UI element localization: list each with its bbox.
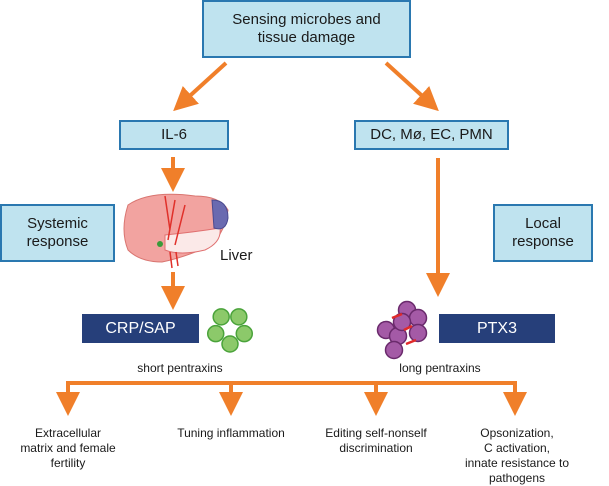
function-bracket	[66, 381, 517, 398]
local-line-2: response	[512, 233, 574, 250]
liver-label: Liver	[220, 247, 253, 264]
pentraxin-subunit	[206, 324, 225, 343]
crp-sap-box: CRP/SAP	[82, 314, 199, 343]
cells-box: DC, Mø, EC, PMN	[354, 120, 509, 150]
sensing-line-1: Sensing microbes and	[232, 11, 381, 28]
systemic-line-1: Systemic	[27, 215, 88, 232]
disulfide-bond	[391, 312, 403, 320]
sensing-line-2: tissue damage	[257, 29, 356, 46]
disulfide-bond	[403, 324, 413, 332]
ptx3-box: PTX3	[439, 314, 555, 343]
ptx3-subunit	[392, 312, 412, 332]
local-line-1: Local	[525, 215, 561, 232]
il6-box: IL-6	[119, 120, 229, 150]
function-4: Opsonization, C activation, innate resis…	[464, 426, 570, 485]
long-pentraxin-icon	[376, 300, 428, 360]
pentraxin-subunit	[230, 308, 248, 326]
pentraxin-subunit	[235, 324, 254, 343]
ptx3-subunit	[408, 323, 428, 343]
crp-sap-label: CRP/SAP	[105, 319, 176, 337]
sensing-box: Sensing microbes and tissue damage	[202, 0, 411, 58]
short-pentraxins-label: short pentraxins	[137, 361, 223, 375]
ptx3-subunit	[384, 340, 404, 360]
disulfide-bond	[405, 338, 417, 346]
long-pentraxins-label: long pentraxins	[399, 361, 481, 375]
function-3: Editing self-nonself discrimination	[325, 426, 427, 455]
arrow-top-to-il6	[173, 61, 228, 112]
ptx3-label: PTX3	[476, 319, 517, 337]
systemic-line-2: response	[26, 233, 89, 250]
function-1: Extracellular matrix and female fertilit…	[20, 426, 116, 470]
short-pentraxin-icon	[206, 308, 254, 353]
il6-label: IL-6	[161, 126, 187, 143]
pentraxin-subunit	[212, 308, 230, 326]
cells-label: DC, Mø, EC, PMN	[370, 126, 493, 143]
function-2: Tuning inflammation	[177, 426, 285, 440]
local-response-box: Local response	[493, 204, 593, 262]
systemic-response-box: Systemic response	[0, 204, 115, 262]
arrow-top-to-cells	[384, 61, 439, 112]
pentraxin-subunit	[221, 335, 239, 353]
liver-illustration	[123, 193, 229, 269]
